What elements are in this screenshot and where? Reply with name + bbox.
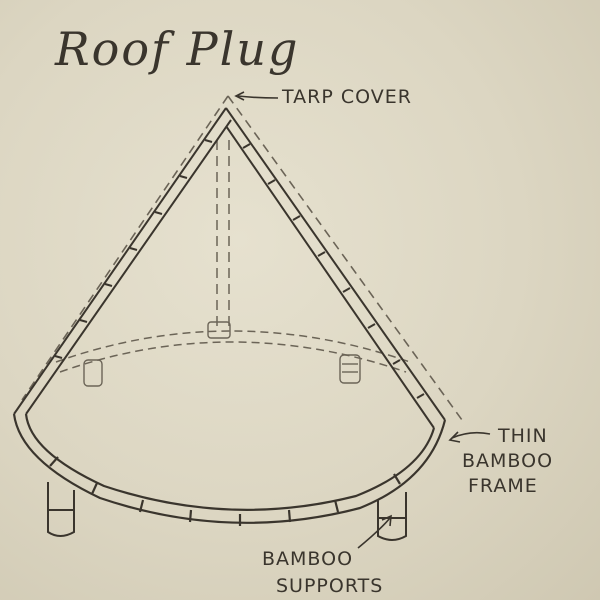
right-rafter [225, 107, 446, 429]
back-rim [55, 330, 411, 373]
front-bamboo-supports [47, 482, 407, 541]
thin-bamboo-frame-label-line2: BAMBOO [462, 450, 553, 472]
back-center-pole [216, 140, 230, 330]
bamboo-supports-label-line1: BAMBOO [262, 548, 353, 570]
tarp-cover-outline [21, 95, 463, 421]
leader-arrows [234, 91, 491, 549]
left-rafter [13, 107, 232, 415]
thin-bamboo-frame-label-line3: FRAME [468, 475, 538, 497]
back-bamboo-supports [83, 321, 361, 387]
thin-bamboo-frame-label-line1: THIN [497, 425, 548, 447]
diagram-title: Roof Plug [54, 22, 299, 76]
tarp-cover-label: TARP COVER [281, 86, 412, 108]
front-rim [12, 413, 447, 526]
bamboo-supports-label-line2: SUPPORTS [276, 575, 383, 597]
